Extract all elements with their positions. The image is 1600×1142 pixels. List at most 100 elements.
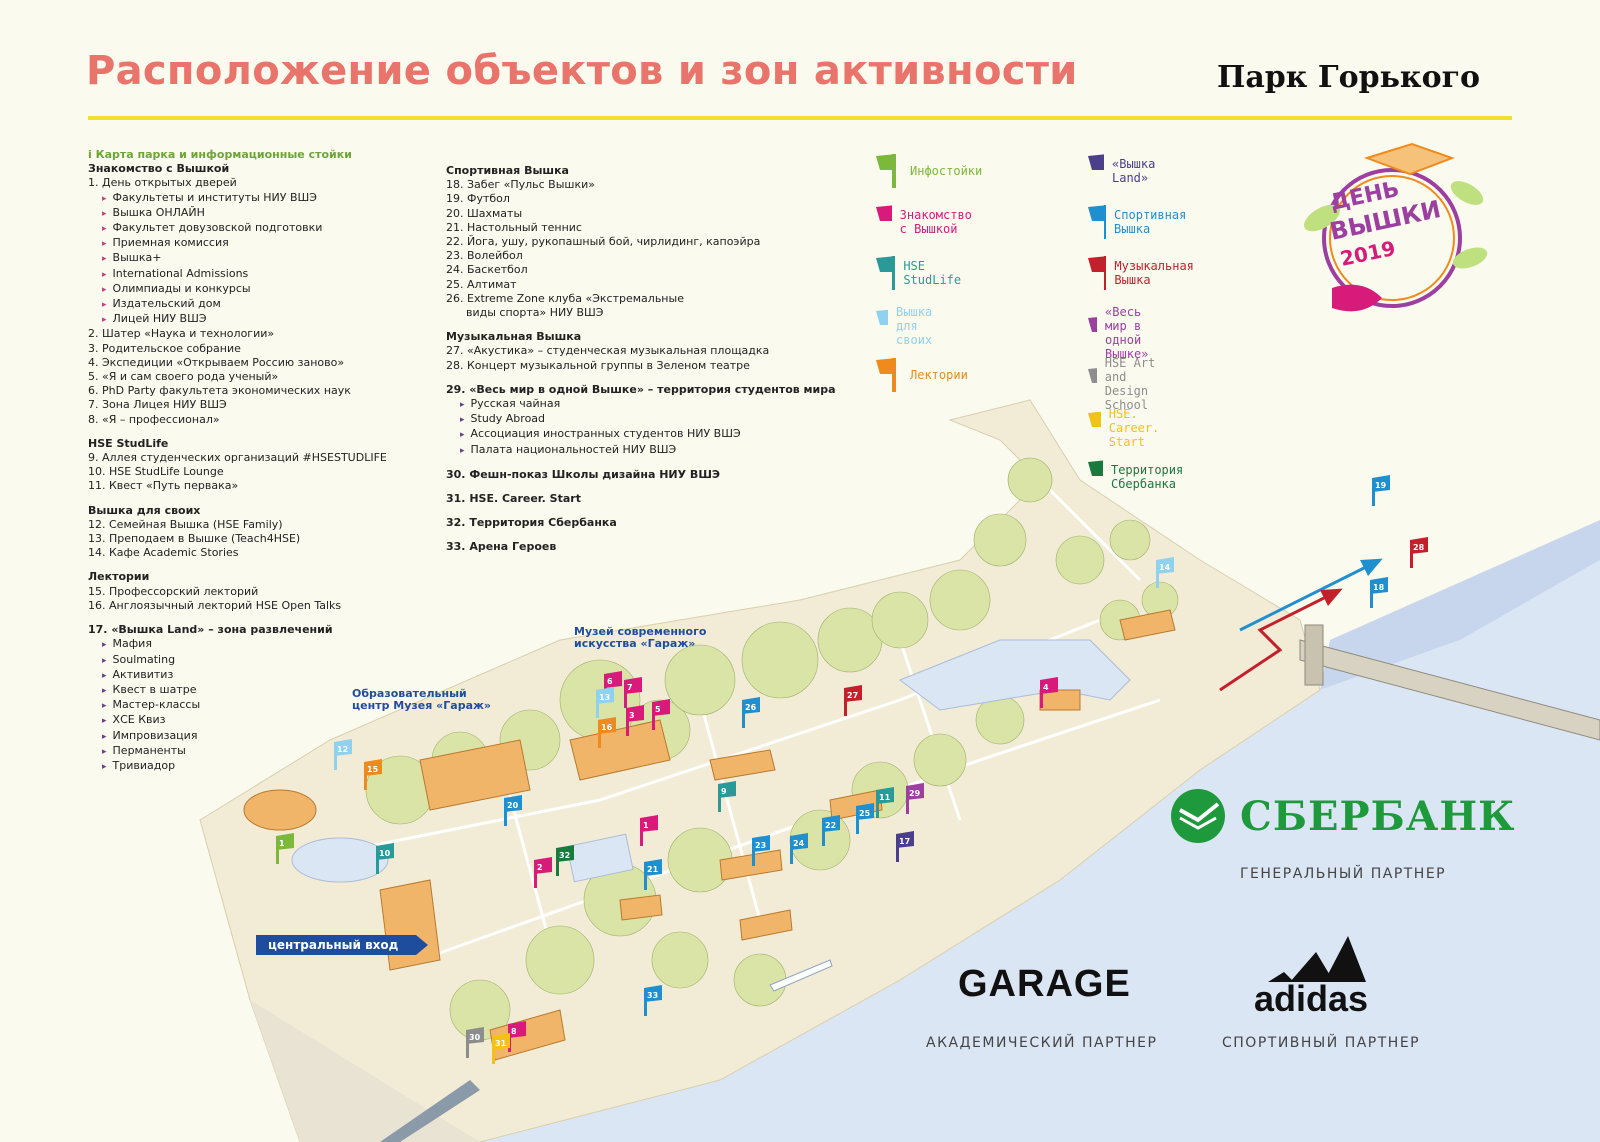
legend-item: Музыкальная Вышка xyxy=(1088,254,1201,292)
map-flag-number: 10 xyxy=(379,849,391,858)
central-entrance-label[interactable]: центральный вход xyxy=(256,935,429,955)
map-flag-1[interactable]: 1 xyxy=(276,833,294,864)
garage-museum-label: Музей современного искусства «Гараж» xyxy=(574,626,706,650)
legend-label: Спортивная Вышка xyxy=(1114,208,1187,236)
map-flag-number: 18 xyxy=(1373,583,1385,592)
map-flag-14[interactable]: 14 xyxy=(1156,557,1174,588)
section-heading-lectorii: Лектории xyxy=(88,570,150,584)
map-flag-23[interactable]: 23 xyxy=(752,835,770,866)
map-flag-17[interactable]: 17 xyxy=(896,831,914,862)
map-flag-3[interactable]: 3 xyxy=(626,705,644,736)
legend-label: HSE Art and Design School xyxy=(1104,356,1156,412)
legend-item: «Вышка Land» xyxy=(1088,152,1165,190)
flag-icon xyxy=(1088,460,1103,476)
legend-label: Вышка для своих xyxy=(896,305,933,347)
legend-label: Знакомство с Вышкой xyxy=(899,208,972,236)
map-flag-33[interactable]: 33 xyxy=(644,985,662,1016)
list-item-22: 22. Йога, ушу, рукопашный бой, чирлидинг… xyxy=(446,235,761,249)
flag-icon xyxy=(876,358,896,392)
sub-item: Факультет довузовской подготовки xyxy=(88,221,387,236)
list-item-10: 10. HSE StudLife Lounge xyxy=(88,465,224,479)
sub-item: Soulmating xyxy=(88,653,387,668)
sublist-1: Факультеты и институты НИУ ВШЭ Вышка ОНЛ… xyxy=(88,191,387,328)
map-flag-2[interactable]: 2 xyxy=(534,857,552,888)
list-item-25: 25. Алтимат xyxy=(446,277,517,291)
map-flag-22[interactable]: 22 xyxy=(822,815,840,846)
legend-item: HSE Art and Design School xyxy=(1088,356,1165,412)
legend-item: Спортивная Вышка xyxy=(1088,203,1194,241)
map-flag-1[interactable]: 1 xyxy=(640,815,658,846)
section-heading-music: Музыкальная Вышка xyxy=(446,330,582,344)
map-flag-number: 8 xyxy=(511,1027,517,1036)
fountain-square xyxy=(566,833,634,883)
section-heading-sport: Спортивная Вышка xyxy=(446,164,569,177)
map-flag-31[interactable]: 31 xyxy=(492,1033,510,1064)
list-item-27: 27. «Акустика» – студенческая музыкальна… xyxy=(446,344,770,358)
map-flag-7[interactable]: 7 xyxy=(624,677,642,708)
route-arrow-blue xyxy=(1239,558,1383,632)
list-item-18: 18. Забег «Пульс Вышки» xyxy=(446,178,595,192)
map-flag-16[interactable]: 16 xyxy=(598,717,616,748)
list-item-15: 15. Профессорский лекторий xyxy=(88,584,259,598)
map-flag-number: 3 xyxy=(629,711,635,720)
map-flag-25[interactable]: 25 xyxy=(856,803,874,834)
map-flag-9[interactable]: 9 xyxy=(718,781,736,812)
map-flag-30[interactable]: 30 xyxy=(466,1027,484,1058)
sub-item: Олимпиады и конкурсы xyxy=(88,282,387,297)
sub-item: Факультеты и институты НИУ ВШЭ xyxy=(88,191,387,206)
map-flag-10[interactable]: 10 xyxy=(376,843,394,874)
sub-item: International Admissions xyxy=(88,267,387,282)
map-flag-number: 1 xyxy=(643,821,649,830)
legend-label: HSE. Career. Start xyxy=(1108,407,1160,449)
bridge-pylon xyxy=(1304,624,1324,686)
map-flag-21[interactable]: 21 xyxy=(644,859,662,890)
map-flag-number: 33 xyxy=(647,991,658,1000)
list-item-29: 29. «Весь мир в одной Вышке» – территори… xyxy=(446,382,836,396)
map-flag-number: 29 xyxy=(909,789,921,798)
garage-logo: GARAGE xyxy=(958,963,1131,1005)
map-flag-24[interactable]: 24 xyxy=(790,833,808,864)
legend-column-1: i Карта парка и информационные стойки Зн… xyxy=(88,148,387,774)
map-flag-number: 25 xyxy=(859,809,871,818)
map-flag-5[interactable]: 5 xyxy=(652,699,670,730)
map-flag-6[interactable]: 6 xyxy=(604,671,622,702)
sublist-29: Русская чайная Study Abroad Ассоциация и… xyxy=(446,397,836,458)
leaf-icon xyxy=(1450,181,1484,205)
map-flag-13[interactable]: 13 xyxy=(596,687,614,718)
legend-item: Знакомство с Вышкой xyxy=(876,203,982,241)
map-flag-27[interactable]: 27 xyxy=(844,685,862,716)
sub-item: Вышка ОНЛАЙН xyxy=(88,206,387,221)
map-flag-28[interactable]: 28 xyxy=(1410,537,1428,568)
map-flag-number: 21 xyxy=(647,865,659,874)
list-item-23: 23. Волейбол xyxy=(446,249,523,263)
map-flag-4[interactable]: 4 xyxy=(1040,677,1058,708)
legend-item: «Весь мир в одной Вышке» xyxy=(1088,305,1165,361)
map-flag-26[interactable]: 26 xyxy=(742,697,760,728)
list-item-30: 30. Фешн-показ Школы дизайна НИУ ВШЭ xyxy=(446,467,720,481)
flag-icon xyxy=(1088,205,1107,239)
river xyxy=(480,560,1600,1142)
map-flag-number: 26 xyxy=(745,703,757,712)
map-flag-number: 5 xyxy=(655,705,661,714)
map-flag-19[interactable]: 19 xyxy=(1372,475,1390,506)
map-flag-number: 16 xyxy=(601,723,613,732)
legend-label: HSE StudLife xyxy=(903,259,962,287)
map-flag-18[interactable]: 18 xyxy=(1370,577,1388,608)
map-flag-number: 20 xyxy=(507,801,519,810)
sub-item: Приемная комиссия xyxy=(88,236,387,251)
list-item-12: 12. Семейная Вышка (HSE Family) xyxy=(88,517,283,531)
list-item-2: 2. Шатер «Наука и технологии» xyxy=(88,327,275,341)
legend-item: Вышка для своих xyxy=(876,305,946,347)
list-item-31: 31. HSE. Career. Start xyxy=(446,492,581,506)
list-item-33: 33. Арена Героев xyxy=(446,540,557,554)
map-flag-20[interactable]: 20 xyxy=(504,795,522,826)
map-flag-29[interactable]: 29 xyxy=(906,783,924,814)
sub-item: Импровизация xyxy=(88,729,387,744)
map-flag-11[interactable]: 11 xyxy=(876,787,894,818)
list-item-32: 32. Территория Сбербанка xyxy=(446,516,617,530)
legend-item: HSE. Career. Start xyxy=(1088,407,1173,449)
map-flag-32[interactable]: 32 xyxy=(556,845,574,876)
sberbank-name: СБЕРБАНК xyxy=(1240,792,1516,840)
map-flag-number: 11 xyxy=(879,793,891,802)
legend-label: Инфостойки xyxy=(910,164,983,178)
